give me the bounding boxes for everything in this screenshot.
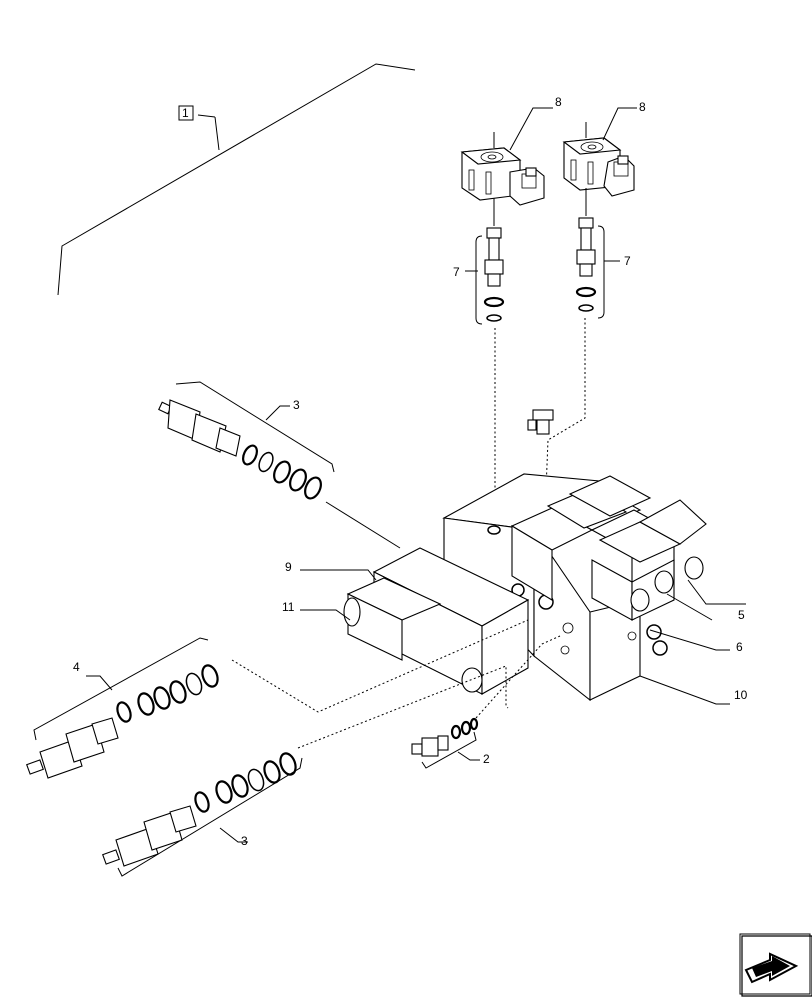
solenoid-cartridge-right <box>575 217 605 319</box>
callout-4: 4 <box>73 660 80 674</box>
solenoid-cartridge-left <box>475 227 505 325</box>
solenoid-coil-right <box>562 122 635 216</box>
callout-3-top: 3 <box>293 398 300 412</box>
plug-fitting <box>527 409 554 435</box>
assembly-bracket: 1 <box>57 63 416 296</box>
cartridge-valve-bottom <box>102 752 303 877</box>
callout-3-bottom: 3 <box>241 834 248 848</box>
callout-8-right: 8 <box>639 100 646 114</box>
callout-1: 1 <box>182 106 189 120</box>
cartridge-valve-top <box>158 381 401 549</box>
callout-8-left: 8 <box>555 95 562 109</box>
callout-9: 9 <box>285 560 292 574</box>
callout-7-right: 7 <box>624 254 631 268</box>
check-valve <box>411 717 480 769</box>
callout-7-left: 7 <box>453 265 460 279</box>
callout-10: 10 <box>734 688 748 702</box>
solenoid-coil-left <box>460 132 545 226</box>
callout-6: 6 <box>736 640 743 654</box>
callout-11: 11 <box>282 600 295 614</box>
callout-2: 2 <box>483 752 490 766</box>
valve-block-sub <box>343 547 530 695</box>
arrow-navigation-icon[interactable] <box>739 933 812 997</box>
callout-5: 5 <box>738 608 745 622</box>
cartridge-valve-left <box>26 637 219 779</box>
